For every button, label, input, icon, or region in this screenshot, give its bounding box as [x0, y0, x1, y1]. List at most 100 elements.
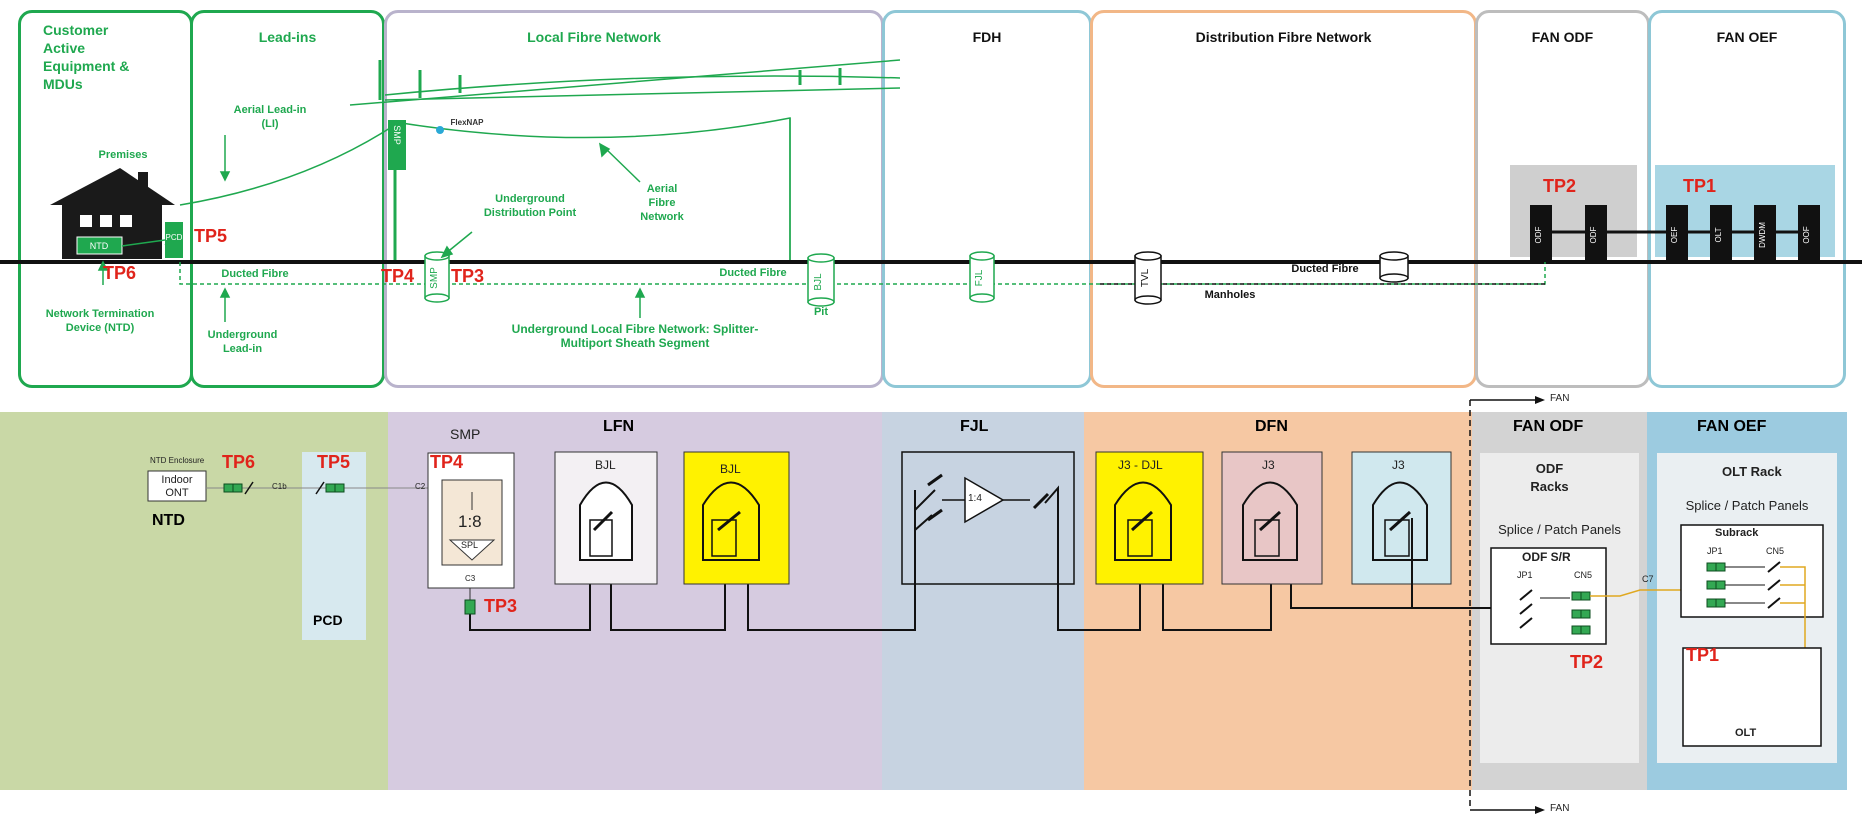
odf-racks-label: ODF Racks	[1530, 461, 1569, 494]
olt-rack-label: OLT Rack	[1722, 464, 1782, 479]
tp4-label-bottom: TP4	[430, 452, 464, 472]
rack-dwdm: DWDM	[1758, 222, 1767, 248]
label-premises: Premises	[98, 149, 148, 161]
smp-title: SMP	[450, 426, 481, 442]
olt-label: OLT	[1735, 727, 1757, 739]
label-underground-dp: Underground Distribution Point	[483, 193, 577, 219]
bjl1-box	[554, 451, 658, 585]
panel-title: Distribution Fibre Network	[1195, 29, 1372, 45]
rack-odf-1: ODF	[1534, 226, 1543, 243]
network-overview-diagram: SMP NTD PCD SMP BJL FJL TVL	[0, 59, 1862, 322]
ntd-bottom-label: NTD	[152, 512, 185, 529]
panel-title: FAN ODF	[1531, 29, 1594, 45]
label-underground-lead-in: Underground Lead-in	[207, 329, 278, 355]
label-manholes: Manholes	[1204, 289, 1256, 301]
tp2-label-top: TP2	[1543, 176, 1577, 196]
tp1-label-bottom: TP1	[1686, 645, 1720, 665]
band-header-dfn: DFN	[1255, 418, 1288, 435]
label-underground-lfn: Underground Local Fibre Network: Splitte…	[511, 322, 759, 350]
j3-djl-label: J3 - DJL	[1118, 458, 1163, 472]
label-ducted-fibre-1: Ducted Fibre	[221, 268, 289, 280]
cable-c7-label: C7	[1642, 574, 1654, 584]
bjl-pit-icon	[807, 253, 835, 307]
band-header-lfn: LFN	[603, 418, 635, 435]
tp3-label-top: TP3	[451, 266, 485, 286]
fan-label-top: FAN	[1550, 393, 1570, 404]
tp5-label-top: TP5	[194, 226, 228, 246]
oef-jp1-label: JP1	[1707, 546, 1723, 556]
pcd-bottom-label: PCD	[313, 612, 343, 628]
tp5-label-bottom: TP5	[317, 452, 351, 472]
pcd-box	[165, 222, 183, 258]
smp-pit-icon	[424, 251, 450, 303]
smp-pit-label: SMP	[429, 267, 440, 289]
tp3-label-bottom: TP3	[484, 596, 518, 616]
band-header-fjl: FJL	[960, 418, 989, 435]
bjl-pit-label: BJL	[813, 273, 824, 291]
fjl-pit-label: FJL	[974, 269, 985, 286]
fjl-pit-icon	[969, 251, 995, 303]
smp-spl-label: SPL	[461, 540, 479, 550]
panel-lead-ins: Lead-ins	[190, 10, 385, 388]
rack-units	[1530, 205, 1820, 260]
label-flexnap: FlexNAP	[450, 118, 484, 127]
oef-cn5-label: CN5	[1766, 546, 1785, 556]
tp4-label-top: TP4	[381, 266, 415, 286]
aerial-cables	[164, 59, 901, 260]
label-aerial-fibre-network: Aerial Fibre Network	[640, 183, 684, 223]
smp-port-label: C3	[465, 574, 476, 583]
fjl-ratio: 1:4	[968, 493, 982, 504]
fan-arrow-bottom-icon	[1535, 806, 1545, 814]
odf-jp1-label: JP1	[1517, 570, 1533, 580]
label-ntd-long: Network Termination Device (NTD)	[45, 308, 155, 334]
pcd-label: PCD	[166, 233, 183, 242]
subrack-box	[1680, 524, 1824, 618]
olt-box	[1682, 647, 1822, 747]
panel-title: Local Fibre Network	[527, 29, 661, 45]
j3-label-a: J3	[1262, 458, 1275, 472]
ntd-enclosure-label: NTD Enclosure	[150, 456, 205, 465]
odf-sr-label: ODF S/R	[1522, 550, 1571, 564]
label-aerial-lead-in: Aerial Lead-in (LI)	[233, 104, 307, 130]
indoor-ont-label: Indoor ONT	[161, 474, 193, 499]
tp6-label-top: TP6	[103, 263, 137, 283]
odf-panels-label: Splice / Patch Panels	[1498, 522, 1621, 537]
panel-distribution-fibre-network: Distribution Fibre Network	[1090, 10, 1477, 388]
splice-marks	[244, 481, 325, 495]
label-ducted-fibre-3: Ducted Fibre	[1291, 263, 1359, 275]
fan-label-bottom: FAN	[1550, 803, 1570, 814]
pcd-band	[302, 452, 366, 640]
cable-c1b-label: C1b	[272, 482, 287, 491]
rack-oof: OOF	[1802, 226, 1811, 243]
fjl-splitter	[964, 476, 1005, 524]
smp-pole-label: SMP	[392, 125, 402, 145]
fjl-box	[901, 451, 1075, 585]
rack-odf-2: ODF	[1589, 226, 1598, 243]
j3-label-b: J3	[1392, 458, 1405, 472]
label-pit: Pit	[813, 306, 829, 318]
tp1-label-top: TP1	[1683, 176, 1717, 196]
tp6-label-bottom: TP6	[222, 452, 256, 472]
band-header-fan-odf: FAN ODF	[1513, 418, 1584, 435]
callout-arrows	[97, 135, 646, 322]
manhole-icon	[1379, 251, 1409, 283]
oef-panels-label: Splice / Patch Panels	[1685, 498, 1809, 513]
odf-cn5-label: CN5	[1574, 570, 1593, 580]
pole-crossarms	[378, 60, 842, 100]
bjl1-label: BJL	[595, 458, 616, 472]
rack-olt: OLT	[1714, 227, 1723, 242]
rack-oef: OEF	[1670, 227, 1679, 244]
tvl-pit-icon	[1134, 251, 1162, 305]
flexnap-marker	[436, 126, 444, 134]
ntd-label: NTD	[90, 241, 109, 251]
bjl2-label: BJL	[720, 462, 741, 476]
tp2-label-bottom: TP2	[1570, 652, 1604, 672]
smp-ratio: 1:8	[458, 512, 482, 531]
smp-pole-box	[388, 120, 406, 170]
spl-triangle	[448, 539, 496, 561]
tvl-pit-label: TVL	[1140, 268, 1151, 287]
cable-c2-label: C2	[415, 482, 426, 491]
subrack-label: Subrack	[1715, 527, 1759, 539]
underground-ducted-cable	[179, 262, 1546, 285]
